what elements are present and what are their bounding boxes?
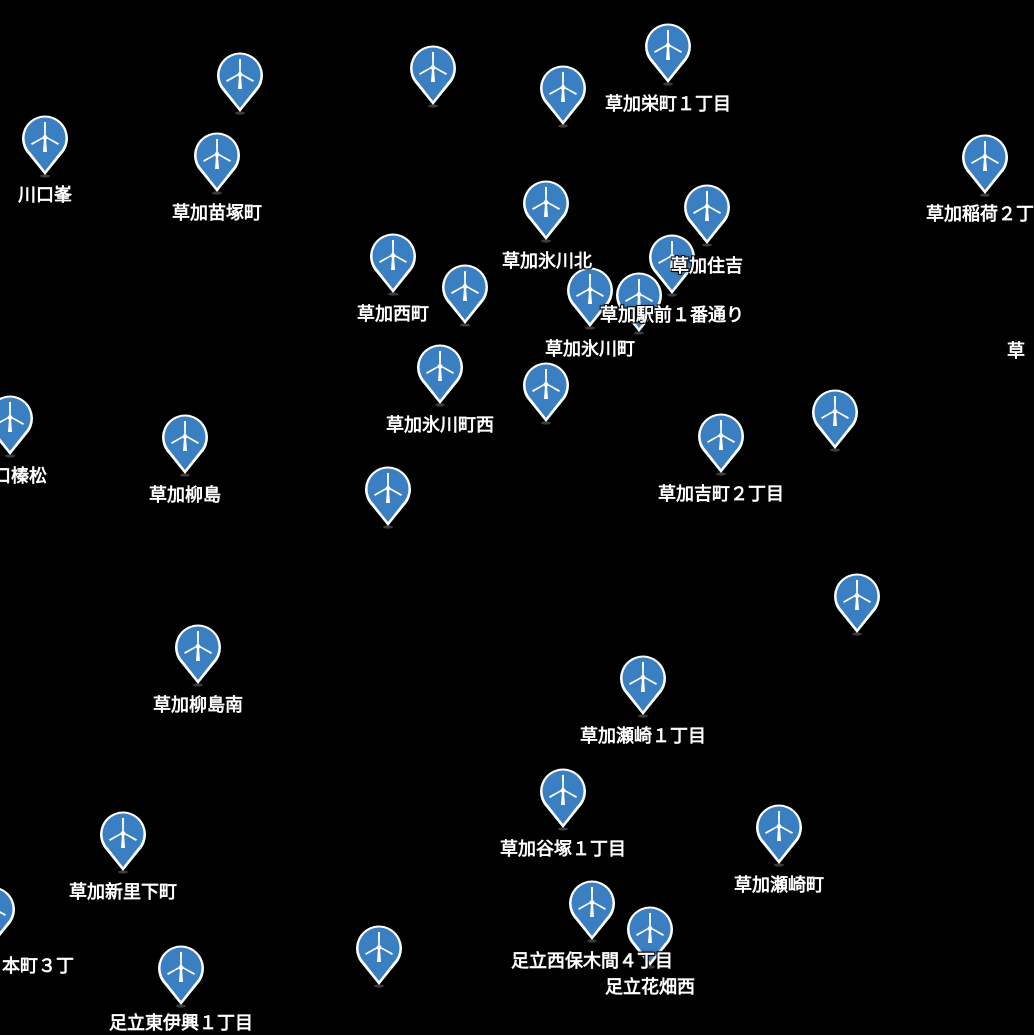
wind-turbine-icon: [0, 395, 33, 458]
wind-turbine-marker[interactable]: [646, 233, 698, 297]
wind-turbine-icon: [962, 134, 1008, 197]
wind-turbine-icon: [523, 362, 569, 425]
wind-turbine-marker[interactable]: [564, 266, 616, 330]
place-label: 草加柳島: [149, 485, 221, 506]
wind-turbine-marker[interactable]: [367, 232, 419, 296]
wind-turbine-marker[interactable]: [414, 343, 466, 407]
wind-turbine-icon: [217, 52, 263, 115]
wind-turbine-icon: [410, 45, 456, 108]
place-label: 草加谷塚１丁目: [500, 839, 626, 860]
wind-turbine-marker[interactable]: [97, 810, 149, 874]
place-label: 草加瀬崎町: [734, 875, 824, 896]
wind-turbine-marker[interactable]: [613, 271, 665, 335]
place-label: 足立東伊興１丁目: [109, 1013, 253, 1034]
place-label: 草加柳島南: [153, 695, 243, 716]
wind-turbine-icon: [540, 65, 586, 128]
place-label: 草加稲荷２丁: [926, 204, 1034, 225]
wind-turbine-marker[interactable]: [624, 905, 676, 969]
wind-turbine-marker[interactable]: [537, 767, 589, 831]
wind-turbine-icon: [100, 811, 146, 874]
place-label: 草加氷川町西: [386, 415, 494, 436]
wind-turbine-marker[interactable]: [0, 885, 18, 949]
wind-turbine-icon: [162, 414, 208, 477]
wind-turbine-icon: [540, 768, 586, 831]
wind-turbine-icon: [365, 466, 411, 529]
wind-turbine-marker[interactable]: [159, 413, 211, 477]
place-label: 草加栄町１丁目: [605, 94, 731, 115]
wind-turbine-marker[interactable]: [191, 131, 243, 195]
wind-turbine-icon: [175, 624, 221, 687]
wind-turbine-marker[interactable]: [681, 183, 733, 247]
wind-turbine-icon: [0, 888, 15, 937]
wind-turbine-marker[interactable]: [19, 114, 71, 178]
wind-turbine-icon: [649, 234, 695, 297]
wind-turbine-icon: [158, 945, 204, 1008]
wind-turbine-marker[interactable]: [0, 394, 36, 458]
wind-turbine-icon: [616, 272, 662, 335]
wind-turbine-icon: [812, 389, 858, 452]
place-label: 草加新里下町: [69, 882, 177, 903]
wind-turbine-icon: [627, 906, 673, 969]
place-label: 川口峯: [18, 185, 72, 206]
place-label: 草加西町: [357, 304, 429, 325]
wind-turbine-icon: [684, 184, 730, 247]
wind-turbine-marker[interactable]: [520, 179, 572, 243]
wind-turbine-icon: [442, 264, 488, 327]
place-label: 本町３丁: [2, 956, 74, 977]
wind-turbine-marker[interactable]: [353, 924, 405, 988]
wind-turbine-marker[interactable]: [566, 879, 618, 943]
wind-turbine-icon: [356, 925, 402, 988]
wind-turbine-icon: [834, 573, 880, 636]
wind-turbine-marker[interactable]: [407, 44, 459, 108]
wind-turbine-marker[interactable]: [809, 388, 861, 452]
wind-turbine-marker[interactable]: [520, 361, 572, 425]
wind-turbine-icon: [567, 267, 613, 330]
wind-turbine-marker[interactable]: [695, 412, 747, 476]
wind-turbine-icon: [523, 180, 569, 243]
wind-turbine-icon: [370, 233, 416, 296]
wind-turbine-marker[interactable]: [753, 803, 805, 867]
wind-turbine-marker[interactable]: [537, 64, 589, 128]
wind-turbine-icon: [569, 880, 615, 943]
place-label: 足立花畑西: [605, 977, 695, 998]
wind-turbine-icon: [417, 344, 463, 407]
wind-turbine-marker[interactable]: [155, 944, 207, 1008]
wind-turbine-marker[interactable]: [617, 654, 669, 718]
place-label: 草加瀬崎１丁目: [580, 726, 706, 747]
wind-turbine-icon: [194, 132, 240, 195]
wind-turbine-marker[interactable]: [831, 572, 883, 636]
wind-turbine-marker[interactable]: [439, 263, 491, 327]
wind-turbine-marker[interactable]: [959, 133, 1011, 197]
wind-turbine-icon: [645, 23, 691, 86]
wind-turbine-icon: [756, 804, 802, 867]
wind-turbine-icon: [22, 115, 68, 178]
wind-turbine-marker[interactable]: [172, 623, 224, 687]
place-label: 草加吉町２丁目: [658, 484, 784, 505]
wind-turbine-marker[interactable]: [362, 465, 414, 529]
place-label: 口榛松: [0, 466, 47, 487]
wind-turbine-icon: [620, 655, 666, 718]
wind-turbine-marker[interactable]: [642, 22, 694, 86]
wind-turbine-marker[interactable]: [214, 51, 266, 115]
place-label: 草: [1007, 341, 1025, 362]
place-label: 草加苗塚町: [172, 203, 262, 224]
place-label: 草加氷川町: [545, 339, 635, 360]
wind-turbine-icon: [698, 413, 744, 476]
